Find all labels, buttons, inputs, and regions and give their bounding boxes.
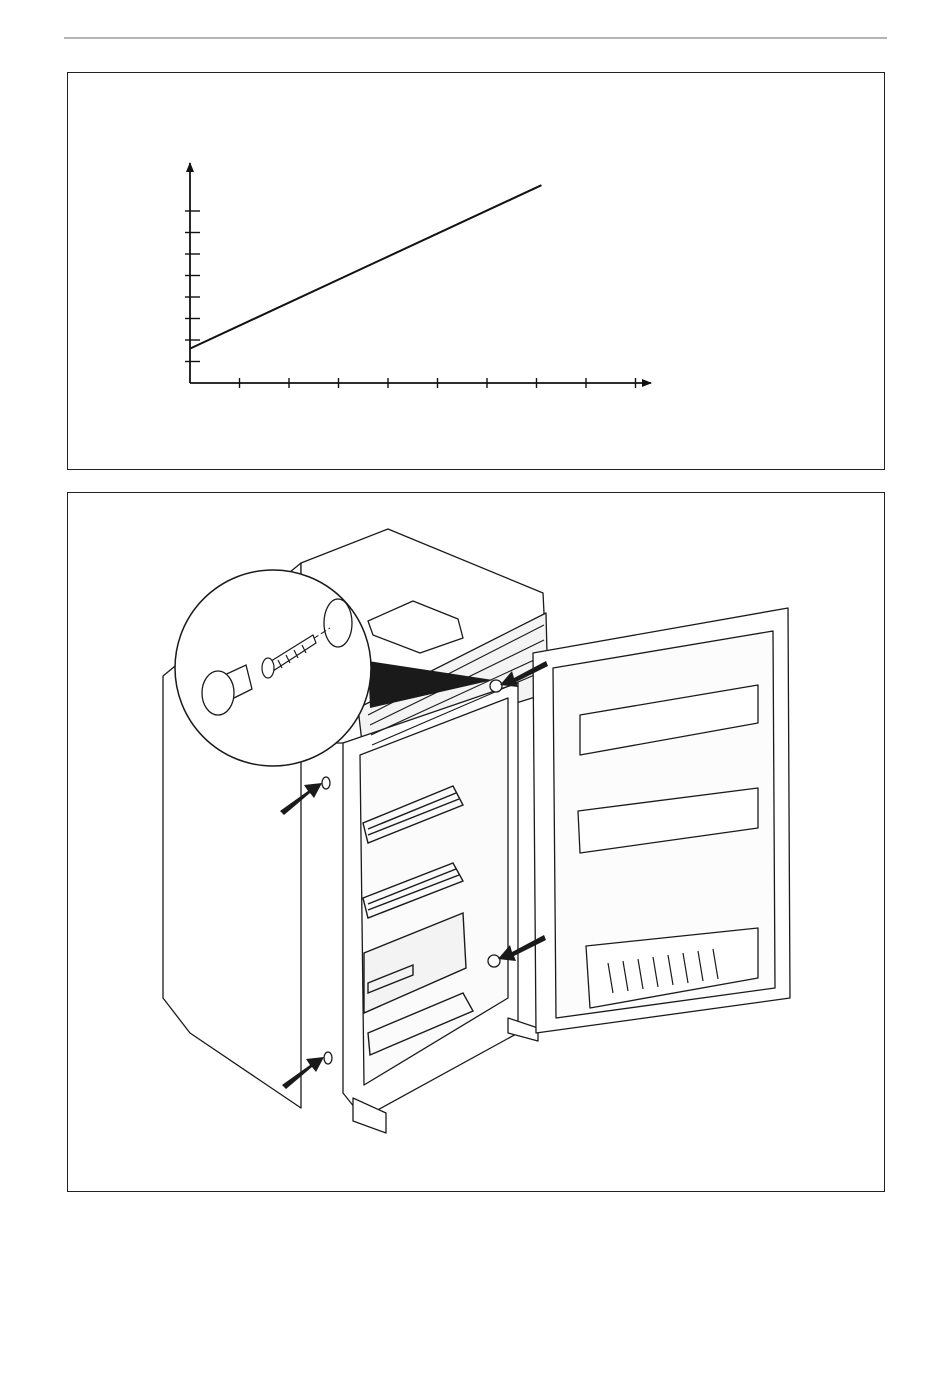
- chart-figure: [67, 72, 885, 470]
- detail-hole: [324, 599, 352, 647]
- mounting-hole-lower-side: [324, 1052, 332, 1064]
- mounting-hole-upper-side: [322, 777, 330, 789]
- refrigerator-drawing: [68, 493, 886, 1193]
- mounting-hole-upper-front: [490, 680, 502, 692]
- line-chart: [68, 73, 886, 471]
- header-rule: [64, 37, 887, 39]
- refrigerator-illustration: [67, 492, 885, 1192]
- series-line-1: [190, 185, 541, 348]
- mounting-hole-lower-front: [488, 955, 500, 967]
- cabinet-foot-right: [508, 1018, 538, 1041]
